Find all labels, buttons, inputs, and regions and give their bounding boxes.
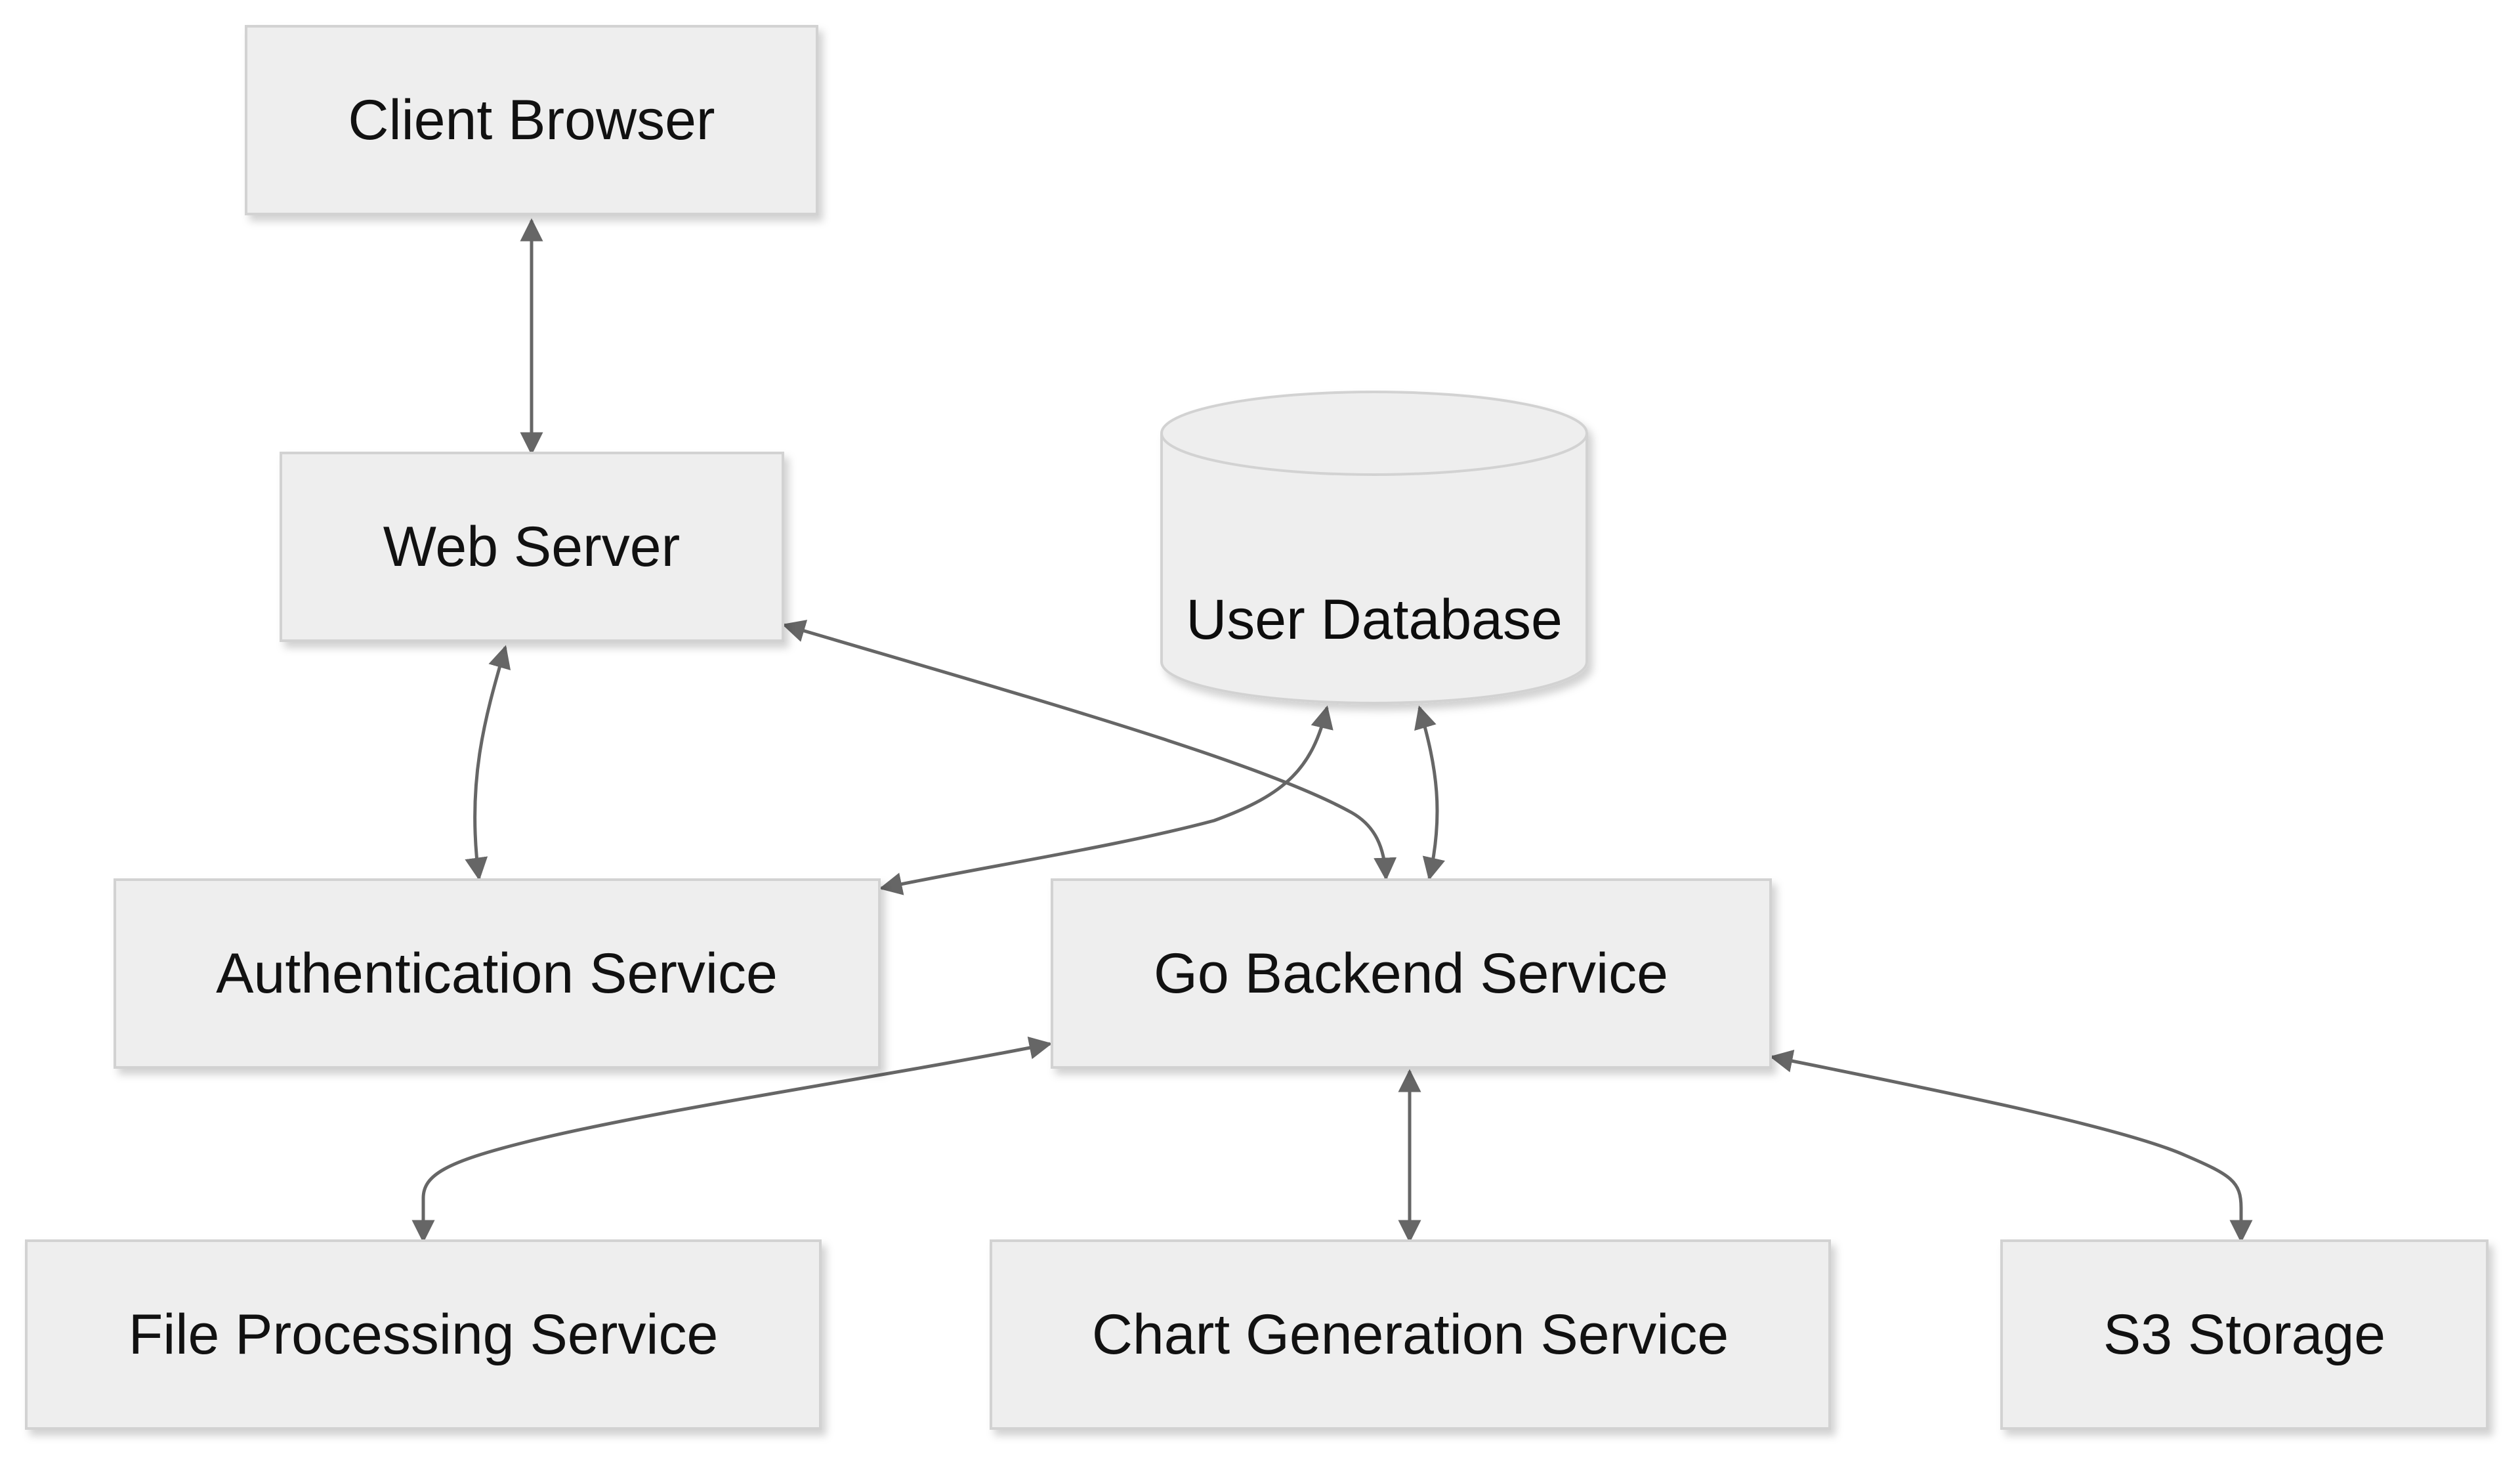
edge-go-backend-service-file-processing-service — [411, 1037, 1053, 1243]
node-user-database: User Database — [1160, 391, 1588, 704]
node-client-browser-label: Client Browser — [348, 89, 715, 152]
node-s3-storage-label: S3 Storage — [2103, 1303, 2385, 1366]
node-client-browser: Client Browser — [245, 25, 818, 215]
node-file-processing-service: File Processing Service — [25, 1239, 822, 1430]
edges — [411, 218, 2253, 1243]
node-go-backend-service: Go Backend Service — [1051, 878, 1772, 1069]
edge-user-database-go-backend-service — [1414, 705, 1445, 881]
node-chart-generation-service: Chart Generation Service — [990, 1239, 1831, 1430]
node-web-server-label: Web Server — [383, 515, 680, 578]
node-user-database-top-rim — [1160, 433, 1588, 476]
node-s3-storage: S3 Storage — [2000, 1239, 2488, 1430]
edge-user-database-authentication-service — [879, 705, 1334, 895]
node-file-processing-service-label: File Processing Service — [129, 1303, 719, 1366]
node-authentication-service: Authentication Service — [114, 878, 881, 1069]
node-authentication-service-box — [114, 878, 881, 1069]
node-go-backend-service-label: Go Backend Service — [1154, 942, 1668, 1005]
node-go-backend-service-box — [1051, 878, 1772, 1069]
node-web-server-box — [280, 452, 784, 642]
edge-go-backend-service-s3-storage — [1769, 1050, 2253, 1243]
node-authentication-service-label: Authentication Service — [216, 942, 778, 1005]
node-chart-generation-service-box — [990, 1239, 1831, 1430]
node-file-processing-service-box — [25, 1239, 822, 1430]
node-web-server: Web Server — [280, 452, 784, 642]
node-chart-generation-service-label: Chart Generation Service — [1092, 1303, 1729, 1366]
node-client-browser-box — [245, 25, 818, 215]
node-s3-storage-box — [2000, 1239, 2488, 1430]
node-user-database-label: User Database — [1186, 588, 1563, 651]
edge-web-server-authentication-service — [465, 645, 511, 881]
